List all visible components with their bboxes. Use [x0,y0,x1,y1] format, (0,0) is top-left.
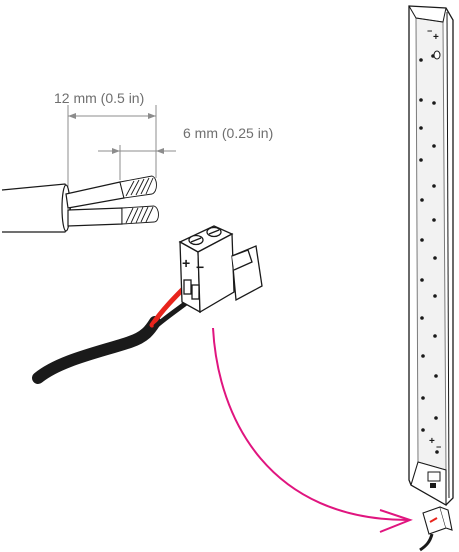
fixture-face [415,17,447,471]
fixture-bottom-plus: + [429,436,435,447]
stripped-cable [1,181,125,233]
dim-arrow-6mm-left [112,148,120,154]
dimension-callouts [67,105,176,192]
bare-strands [119,175,159,225]
wired-cable [32,281,203,384]
conductor-strip-label: 6 mm (0.25 in) [183,125,273,141]
conductor-lower-insulation [67,207,123,227]
fixture-inner-edge [446,11,450,499]
mini-plug-cable [419,533,434,552]
cable-jacket [1,183,71,233]
terminal-minus-label: − [196,259,204,275]
strip-length-label: 12 mm (0.5 in) [54,90,144,106]
fixture-top-plus: + [433,32,439,43]
fixture-plug [419,506,453,552]
strand-upper [119,175,157,199]
conductor-upper-insulation [65,181,125,209]
strand-lower [121,205,159,225]
dim-arrow-12mm-right [148,113,156,119]
terminal-plus-label: + [182,255,190,271]
wire-entry-left [183,279,192,295]
fixture-bottom-minus: − [436,442,441,452]
connection-arrow [212,327,413,533]
dim-arrow-6mm-right [156,148,164,154]
fixture-top-cap [408,5,447,23]
cable-black-sheath [32,316,161,384]
terminal-front-face [179,240,201,314]
arrow-head [379,509,413,533]
dim-arrow-12mm-left [68,113,76,119]
terminal-block [178,225,263,314]
mini-plug-red-wire [429,517,438,523]
arrow-curve [212,327,409,521]
fixture-bottom-socket [427,471,441,482]
linear-fixture [408,5,454,506]
fixture-mount-hole [433,50,441,60]
fixture-top-minus: − [427,26,432,36]
wire-entry-right [191,284,200,300]
fixture-bottom-cap [410,461,447,506]
